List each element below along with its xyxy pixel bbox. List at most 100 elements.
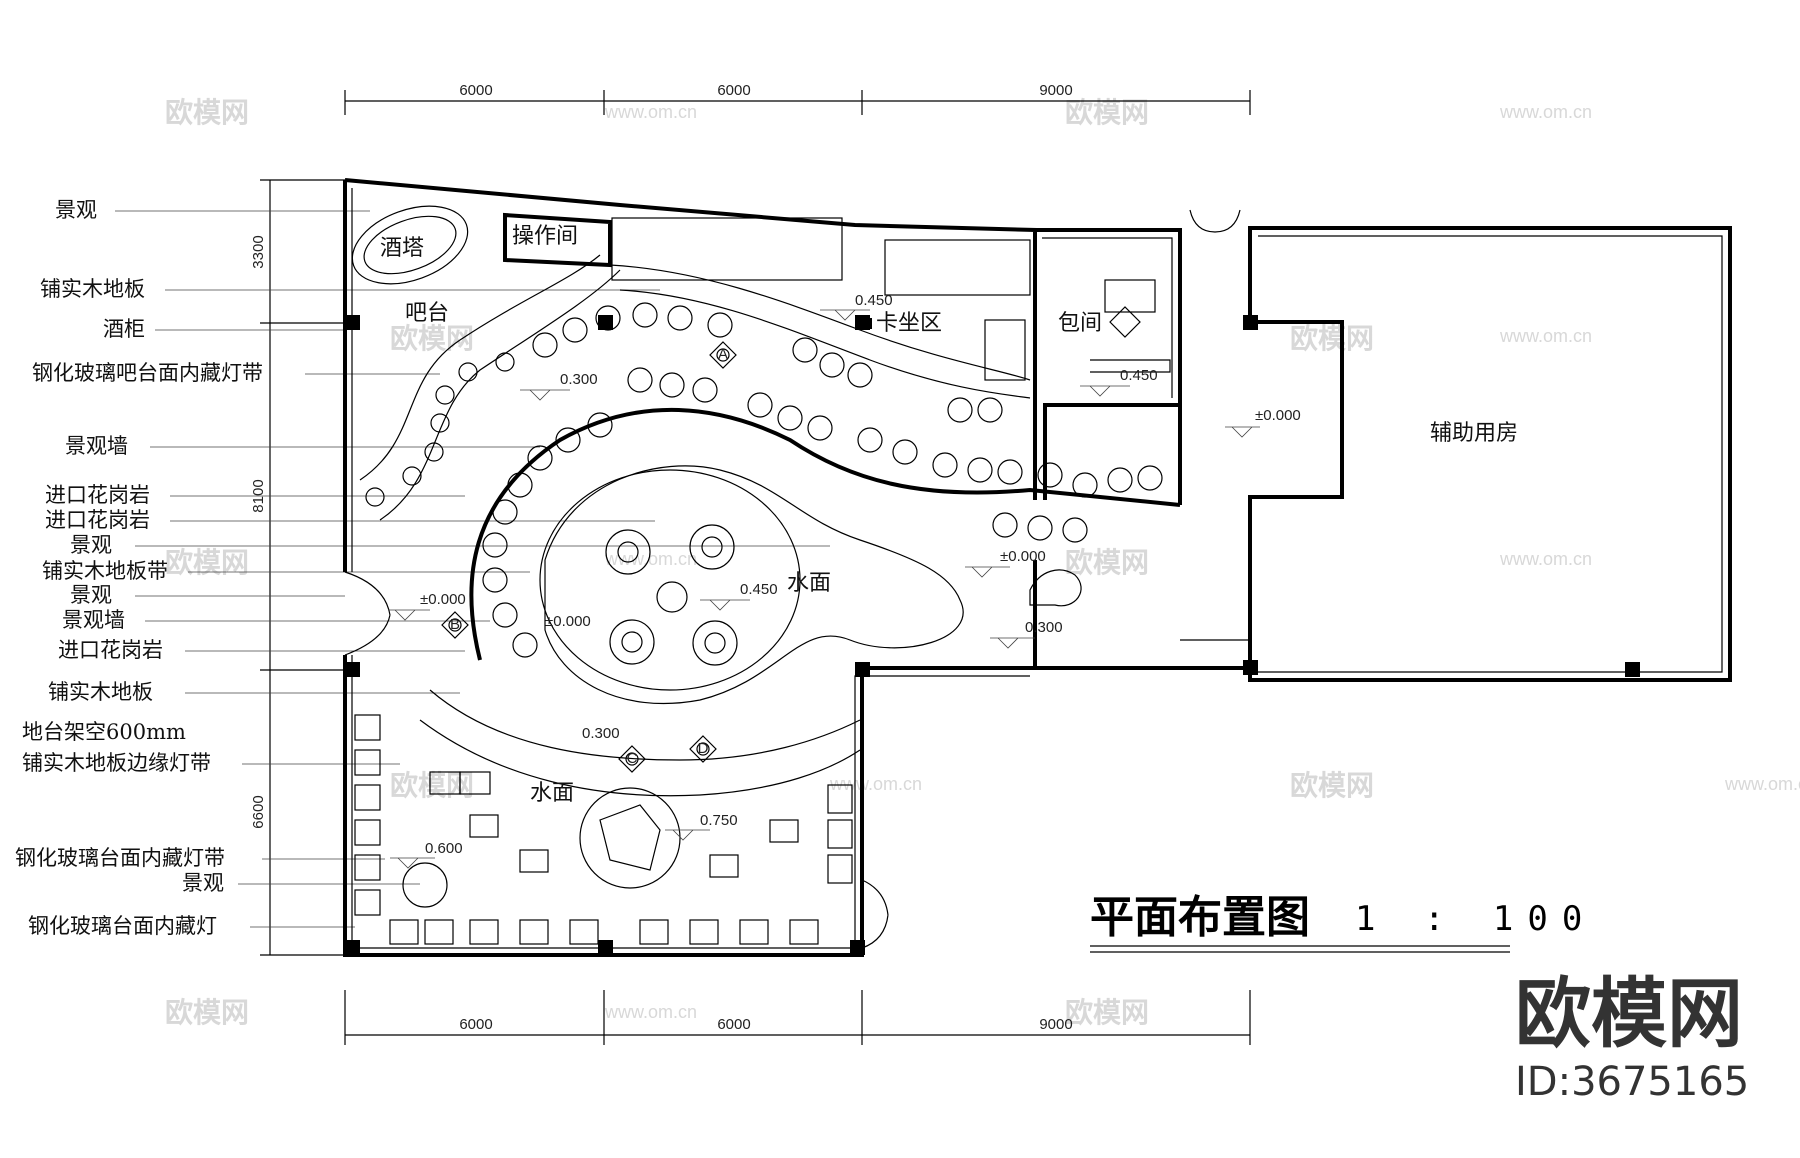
legend-label: 铺实木地板带 [42,559,168,583]
piano-platform [579,787,681,889]
legend-label: 景观 [70,583,112,607]
watermark-text: 欧模网 [165,96,249,129]
legend-label: 进口花岗岩 [45,483,150,507]
dim-left-1: 3300 [250,235,267,268]
legend-label: 景观 [70,533,112,557]
section-marker-b: B [450,616,460,633]
level-mark: 0.300 [582,725,620,742]
room-label-water-upper: 水面 [787,571,831,596]
column [1243,315,1258,330]
central-platform [539,469,801,691]
water-feature-upper [544,465,964,705]
level-mark: 0.300 [1025,619,1063,636]
bar-seats [365,352,515,507]
private-room-table [1104,279,1156,313]
watermark-layer: 欧模网 www.om.cn 欧模网 www.om.cn 欧模网 欧模网 www.… [165,96,1800,1029]
level-mark: 0.450 [1120,367,1158,384]
column [345,940,360,955]
column [345,662,360,677]
window-seats [354,714,853,945]
interior-features [351,205,1163,945]
brand-mark: 欧模网 ID:3675165 [1515,969,1749,1105]
terrace-edge [429,689,861,761]
column [345,315,360,330]
lounge-tables [482,302,1163,658]
room-label-wine-tower: 酒塔 [380,236,424,261]
watermark-url: www.om.cn [604,549,697,569]
watermark-text: 欧模网 [1065,996,1149,1029]
level-mark: ±0.000 [545,613,591,630]
drawing-title: 平面布置图 [1090,892,1310,943]
dim-top-1: 6000 [459,82,492,99]
watermark-text: 欧模网 [390,322,474,355]
legend-label: 铺实木地板边缘灯带 [22,751,211,775]
legend-label: 景观墙 [62,608,125,632]
wine-tower-shape [351,205,469,285]
watermark-text: 欧模网 [1065,546,1149,579]
brand-id: ID:3675165 [1515,1059,1749,1105]
section-marker-d: D [698,740,709,757]
watermark-text: 欧模网 [1290,769,1374,802]
level-mark: ±0.000 [420,591,466,608]
level-marks: 0.450 0.300 0.450 ±0.000 0.450 ±0.000 ±0… [388,292,1301,869]
level-mark: 0.450 [740,581,778,598]
watermark-text: 欧模网 [165,546,249,579]
level-mark: ±0.000 [1255,407,1301,424]
level-mark: 0.750 [700,812,738,829]
legend-label: 进口花岗岩 [45,508,150,532]
booth-seating [611,217,1031,381]
dining-sets [402,771,799,908]
legend-label: 景观 [55,198,97,222]
room-label-booth: 卡坐区 [876,311,942,336]
room-labels: 酒塔 操作间 吧台 卡坐区 包间 辅助用房 水面 水面 [380,224,1518,806]
column [855,662,870,677]
dim-top-3: 9000 [1039,82,1072,99]
column [850,940,865,955]
legend-label: 景观 [182,871,224,895]
legend-label: 进口花岗岩 [58,638,163,662]
section-marker-a: A [718,346,728,363]
watermark-url: www.om.cn [604,102,697,122]
dim-left-3: 6600 [250,795,267,828]
legend-label: 铺实木地板 [40,277,145,301]
columns [345,315,1640,955]
watermark-url: www.om.cn [1499,549,1592,569]
level-mark: 0.600 [425,840,463,857]
dim-bottom-2: 6000 [717,1016,750,1033]
room-label-auxiliary: 辅助用房 [1430,421,1518,446]
section-markers: A B C D [441,341,737,773]
legend-label: 钢化玻璃吧台面内藏灯带 [32,361,263,385]
drawing-scale: 1 : 100 [1355,899,1596,939]
legend-label: 酒柜 [103,317,145,341]
watermark-url: www.om.cn [1724,774,1800,794]
watermark-url: www.om.cn [1499,326,1592,346]
walls [343,178,1732,957]
watermark-text: 欧模网 [390,769,474,802]
room-label-private: 包间 [1058,311,1102,336]
watermark-url: www.om.cn [829,774,922,794]
dim-bottom-1: 6000 [459,1016,492,1033]
watermark-text: 欧模网 [165,996,249,1029]
legend-label: 钢化玻璃台面内藏灯带 [15,846,225,870]
room-label-operation: 操作间 [512,224,578,249]
piano [599,804,661,871]
round-tables [605,524,738,666]
dim-bottom-3: 9000 [1039,1016,1072,1033]
legend-label: 地台架空600mm [22,720,186,744]
watermark-url: www.om.cn [1499,102,1592,122]
legend-label: 铺实木地板 [48,680,153,704]
level-mark: ±0.000 [1000,548,1046,565]
legend-label: 钢化玻璃台面内藏灯 [28,914,217,938]
legend-label: 景观墙 [65,434,128,458]
room-label-bar: 吧台 [405,301,449,326]
column [598,315,613,330]
room-label-water-lower: 水面 [530,781,574,806]
column [1243,660,1258,675]
column [1625,662,1640,677]
legend-labels: 景观 铺实木地板 酒柜 钢化玻璃吧台面内藏灯带 景观墙 进口花岗岩 进口花岗岩 … [15,198,830,938]
section-marker-c: C [627,750,638,767]
watermark-url: www.om.cn [604,1002,697,1022]
column [598,940,613,955]
watermark-text: 欧模网 [1290,322,1374,355]
